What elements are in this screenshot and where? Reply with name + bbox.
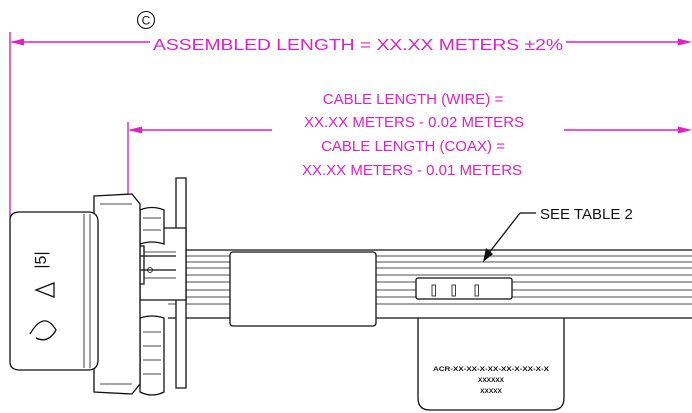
- revision-marker: C: [136, 10, 156, 30]
- see-table-label: SEE TABLE 2: [540, 206, 633, 223]
- assembled-arrow-left-icon: [10, 38, 24, 46]
- hex-nut-body: [93, 193, 141, 395]
- label-tag-line1: ACR-XX-XX-X-XX-XX-X-XX-X-X: [433, 366, 550, 373]
- cable-wire-line2: XX.XX METERS - 0.02 METERS: [304, 114, 524, 131]
- cable-length-dimension: CABLE LENGTH (WIRE) = XX.XX METERS - 0.0…: [127, 91, 692, 235]
- revision-letter: C: [142, 14, 151, 28]
- thread-ring-upper: [139, 206, 165, 245]
- circular-connector: |5|: [9, 177, 187, 396]
- callout-arrow-icon: [483, 248, 493, 262]
- label-band-mark-3: [474, 284, 479, 297]
- label-tag-body: [417, 318, 565, 411]
- label-tag-line3: XXXXX: [480, 388, 502, 395]
- coax-detent-icon: [147, 267, 153, 273]
- coupling-nut-grip-icon: [29, 320, 57, 341]
- cable-bundle: [168, 249, 692, 327]
- coupling-nut-arrow-icon: [34, 282, 55, 298]
- cable-coax-line1: CABLE LENGTH (COAX) =: [321, 138, 505, 155]
- cable-label-tag: ACR-XX-XX-X-XX-XX-X-XX-X-X XXXXXX XXXXX: [417, 318, 565, 411]
- cable-coax-line2: XX.XX METERS - 0.01 METERS: [302, 162, 522, 179]
- label-band-mark-2: [451, 284, 456, 297]
- callout-leader-line: [484, 212, 521, 259]
- revision-circle-icon: [136, 10, 156, 30]
- assembled-arrow-right-icon: [678, 38, 692, 46]
- assembled-length-dimension: ASSEMBLED LENGTH = XX.XX METERS ±2%: [9, 32, 692, 220]
- label-band: [415, 277, 513, 300]
- cable-arrow-right-icon: [678, 126, 692, 134]
- connector-marking: |5|: [33, 251, 50, 268]
- thread-ring-lower: [139, 315, 165, 396]
- label-tag-line2: XXXXXX: [478, 377, 505, 384]
- label-band-mark-1: [431, 284, 436, 297]
- cable-arrow-left-icon: [128, 126, 142, 134]
- see-table-callout: SEE TABLE 2: [483, 206, 633, 262]
- assembled-length-label: ASSEMBLED LENGTH = XX.XX METERS ±2%: [153, 37, 563, 54]
- coupling-nut-marking-group: |5|: [33, 251, 50, 268]
- cable-wire-line1: CABLE LENGTH (WIRE) =: [323, 91, 504, 108]
- heat-shrink-sleeve: [229, 251, 377, 327]
